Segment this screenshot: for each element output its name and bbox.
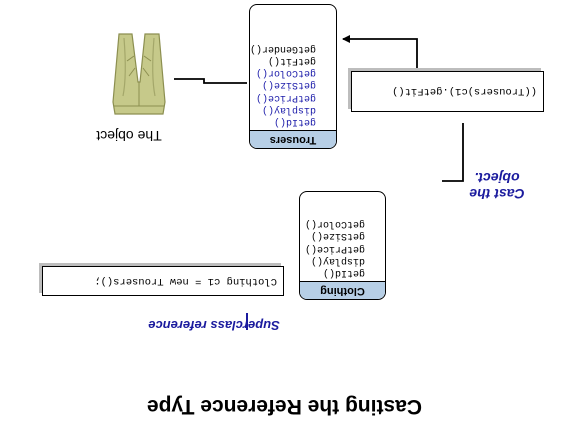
superclass-code: Clothing c1 = new Trousers(); — [94, 275, 277, 287]
clothing-class-box: Clothing getId()display()getPrice()getSi… — [299, 191, 386, 300]
cast-note-connector — [442, 123, 464, 182]
cast-note-line-1: Cast the — [469, 186, 525, 202]
page-title: Casting the Reference Type — [146, 395, 423, 418]
cast-note: Cast the object. — [462, 170, 532, 202]
trousers-class-box: Trousers getId()display()getPrice()getSi… — [249, 4, 337, 149]
clothing-method: getPrice() — [304, 242, 365, 254]
clothing-method: display() — [310, 254, 365, 266]
superclass-code-box: Clothing c1 = new Trousers(); — [42, 266, 284, 296]
trousers-method-list: getId()display()getPrice()getSize()getCo… — [250, 42, 336, 130]
trousers-class-header: Trousers — [250, 130, 336, 148]
trousers-method: getId() — [273, 116, 316, 127]
clothing-method: getId() — [322, 267, 365, 278]
clothing-method: getColor() — [304, 218, 365, 230]
clothing-class-header: Clothing — [300, 281, 385, 299]
object-caption: The object — [96, 128, 162, 144]
trousers-method: getGender() — [249, 42, 316, 54]
trousers-method: getPrice() — [255, 91, 316, 103]
cast-note-line-2: object. — [474, 170, 520, 186]
trousers-method: getFit() — [267, 55, 316, 67]
trousers-image — [112, 33, 166, 115]
object-connector — [174, 78, 247, 84]
cast-code-box: ((Trousers)c1).getFit() — [351, 71, 544, 112]
trousers-method: display() — [261, 103, 316, 115]
superclass-note: Superclass reference — [148, 318, 280, 333]
cast-arrow — [342, 35, 418, 69]
trousers-method: getSize() — [261, 79, 316, 91]
clothing-method: getSize() — [310, 230, 365, 242]
trousers-method: getColor() — [255, 67, 316, 79]
cast-code: ((Trousers)c1).getFit() — [392, 85, 537, 98]
clothing-method-list: getId()display()getPrice()getSize()getCo… — [300, 217, 385, 281]
